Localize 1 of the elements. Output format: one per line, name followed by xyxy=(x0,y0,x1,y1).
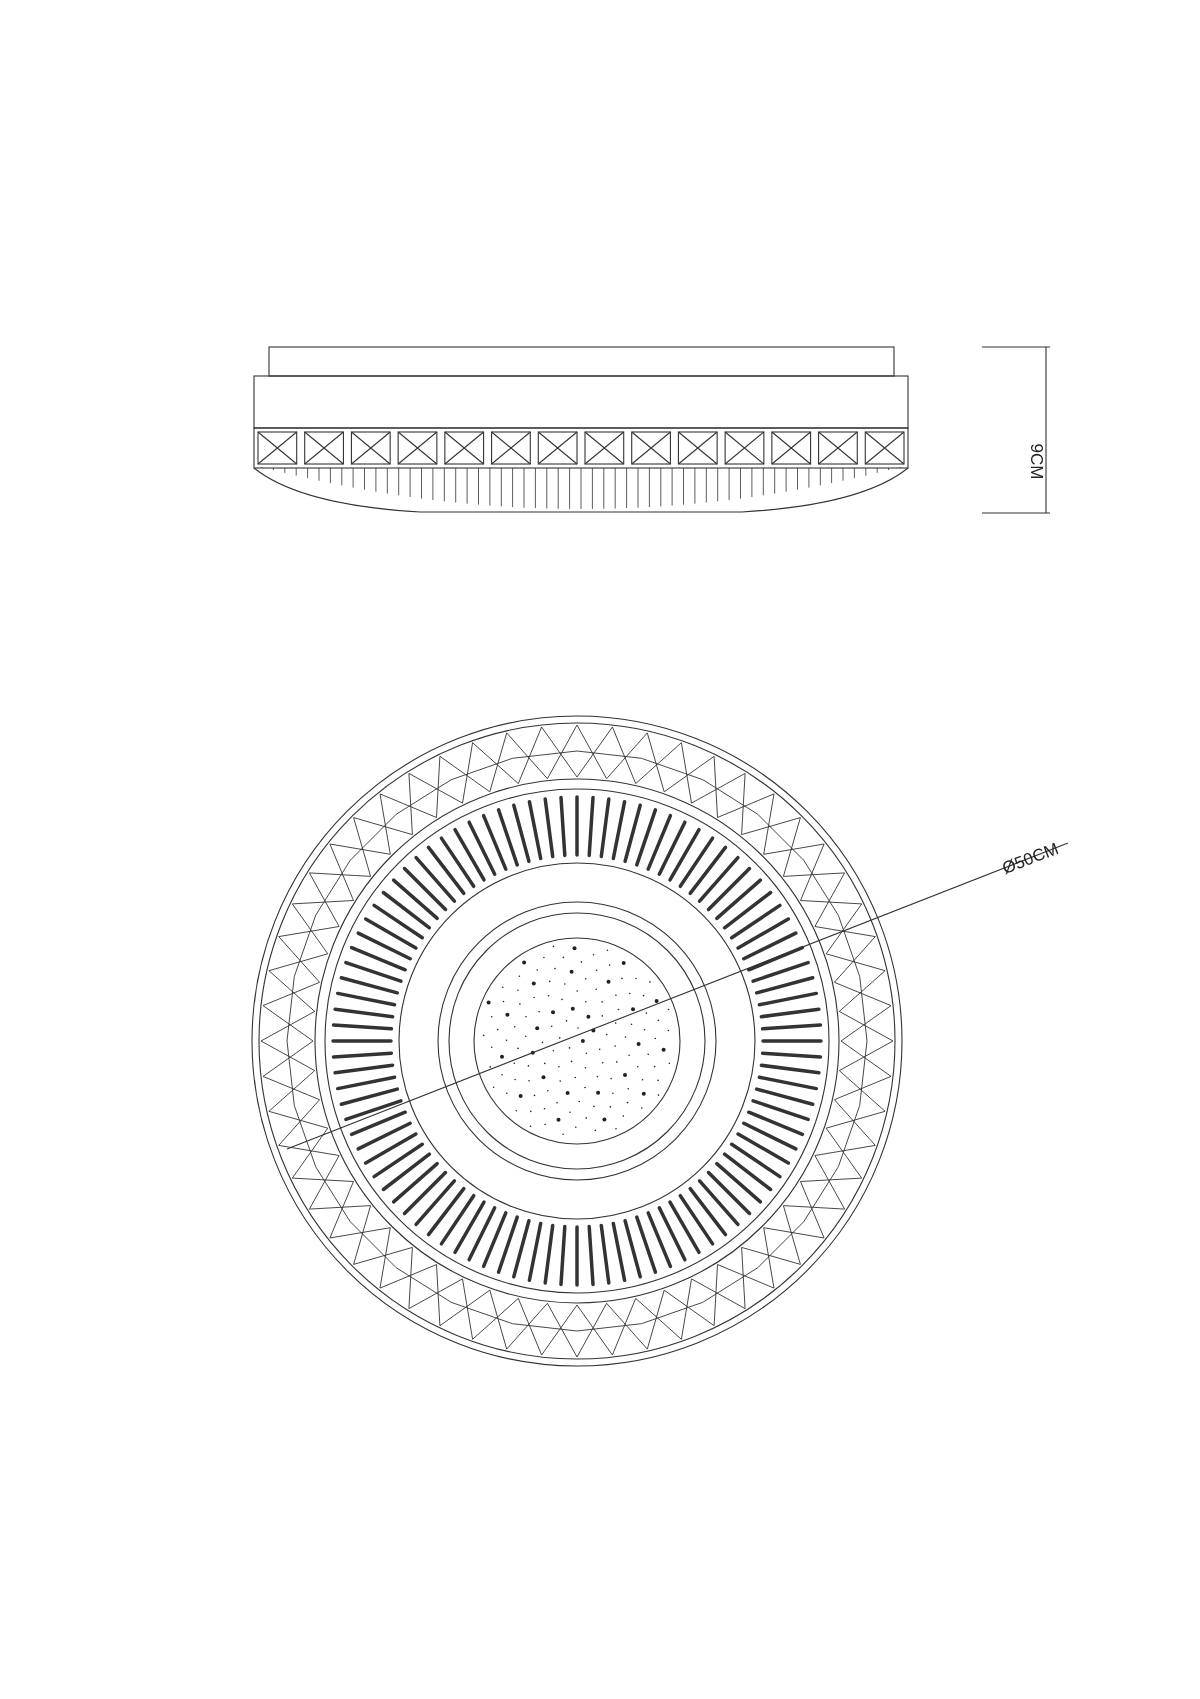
dimension-label: 9CM xyxy=(1028,443,1046,479)
